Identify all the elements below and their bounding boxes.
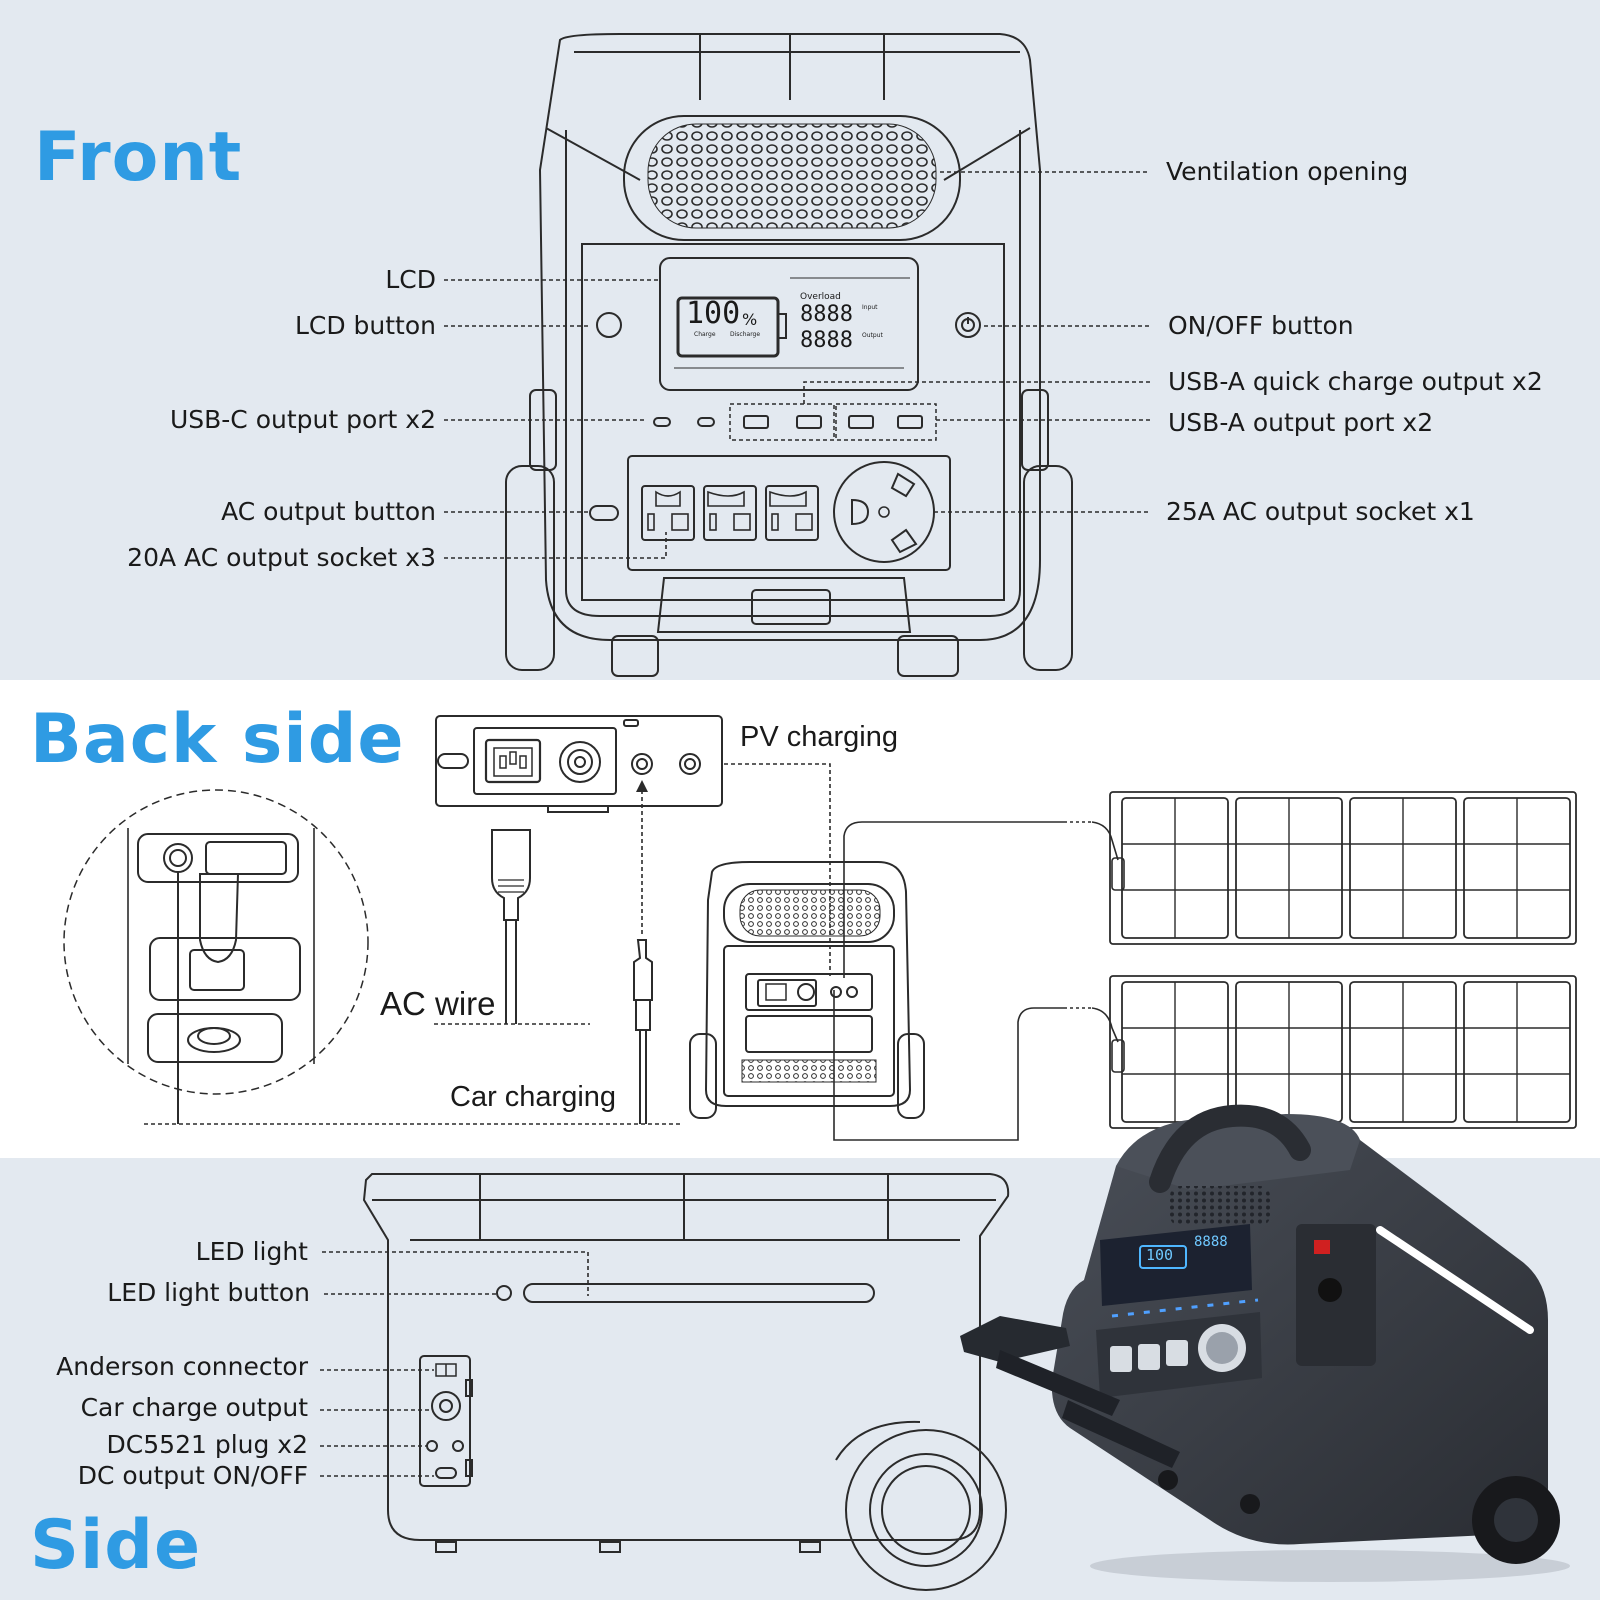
lcd-button-label: LCD button [294, 311, 436, 340]
ac-25a-label: 25A AC output socket x1 [1166, 497, 1475, 526]
back-side-heading: Back side [30, 700, 405, 779]
front-device-drawing [505, 33, 1073, 677]
lcd-input-value: 8888 [800, 302, 853, 327]
car-charging-label: Car charging [450, 1081, 617, 1113]
dc5521-label: DC5521 plug x2 [106, 1430, 308, 1459]
product-photo [960, 1104, 1570, 1582]
lcd-percent-sign: % [742, 310, 758, 329]
side-heading: Side [30, 1506, 202, 1585]
pv-cables [833, 821, 1125, 1141]
solar-panel-top [1109, 791, 1577, 945]
lcd-discharge-tag: Discharge [730, 331, 761, 338]
lcd-charge-tag: Charge [694, 331, 716, 338]
on-off-label: ON/OFF button [1168, 311, 1354, 340]
dc-output-on-off-label: DC output ON/OFF [77, 1461, 308, 1490]
car-socket-detail [63, 789, 369, 1124]
front-section [0, 0, 1600, 680]
led-light-button-label: LED light button [107, 1278, 310, 1307]
front-leader-lines [444, 171, 1150, 559]
pv-arrow-icon [636, 780, 648, 792]
lcd-output-value: 8888 [800, 328, 853, 353]
lcd-output-tag: Output [862, 332, 883, 339]
pv-charging-label: PV charging [740, 721, 898, 753]
ac-20a-label: 20A AC output socket x3 [127, 543, 436, 572]
ventilation-label: Ventilation opening [1166, 157, 1409, 186]
lcd-percent: 100 [686, 296, 741, 331]
side-device-drawing [362, 1173, 1010, 1591]
rear-device-drawing [689, 861, 925, 1119]
lcd-input-tag: Input [862, 304, 878, 311]
lcd-label: LCD [385, 265, 436, 294]
ac-wire-label: AC wire [380, 985, 496, 1022]
usb-c-label: USB-C output port x2 [169, 405, 436, 434]
anderson-connector-label: Anderson connector [56, 1352, 308, 1381]
usb-a-quick-label: USB-A quick charge output x2 [1168, 367, 1543, 396]
front-heading: Front [34, 118, 243, 197]
side-leader-lines [320, 1251, 589, 1477]
photo-lcd-percent: 100 [1146, 1246, 1174, 1264]
lcd-overload: Overload [800, 292, 841, 302]
car-charge-output-label: Car charge output [80, 1393, 308, 1422]
ac-button-label: AC output button [221, 497, 436, 526]
solar-panel-bottom [1109, 975, 1577, 1129]
back-panel-drawing [435, 715, 723, 1124]
led-light-label: LED light [195, 1237, 308, 1266]
photo-lcd-digits: 8888 [1194, 1234, 1228, 1250]
back-leader-lines [144, 763, 831, 1125]
usb-a-label: USB-A output port x2 [1168, 408, 1434, 437]
